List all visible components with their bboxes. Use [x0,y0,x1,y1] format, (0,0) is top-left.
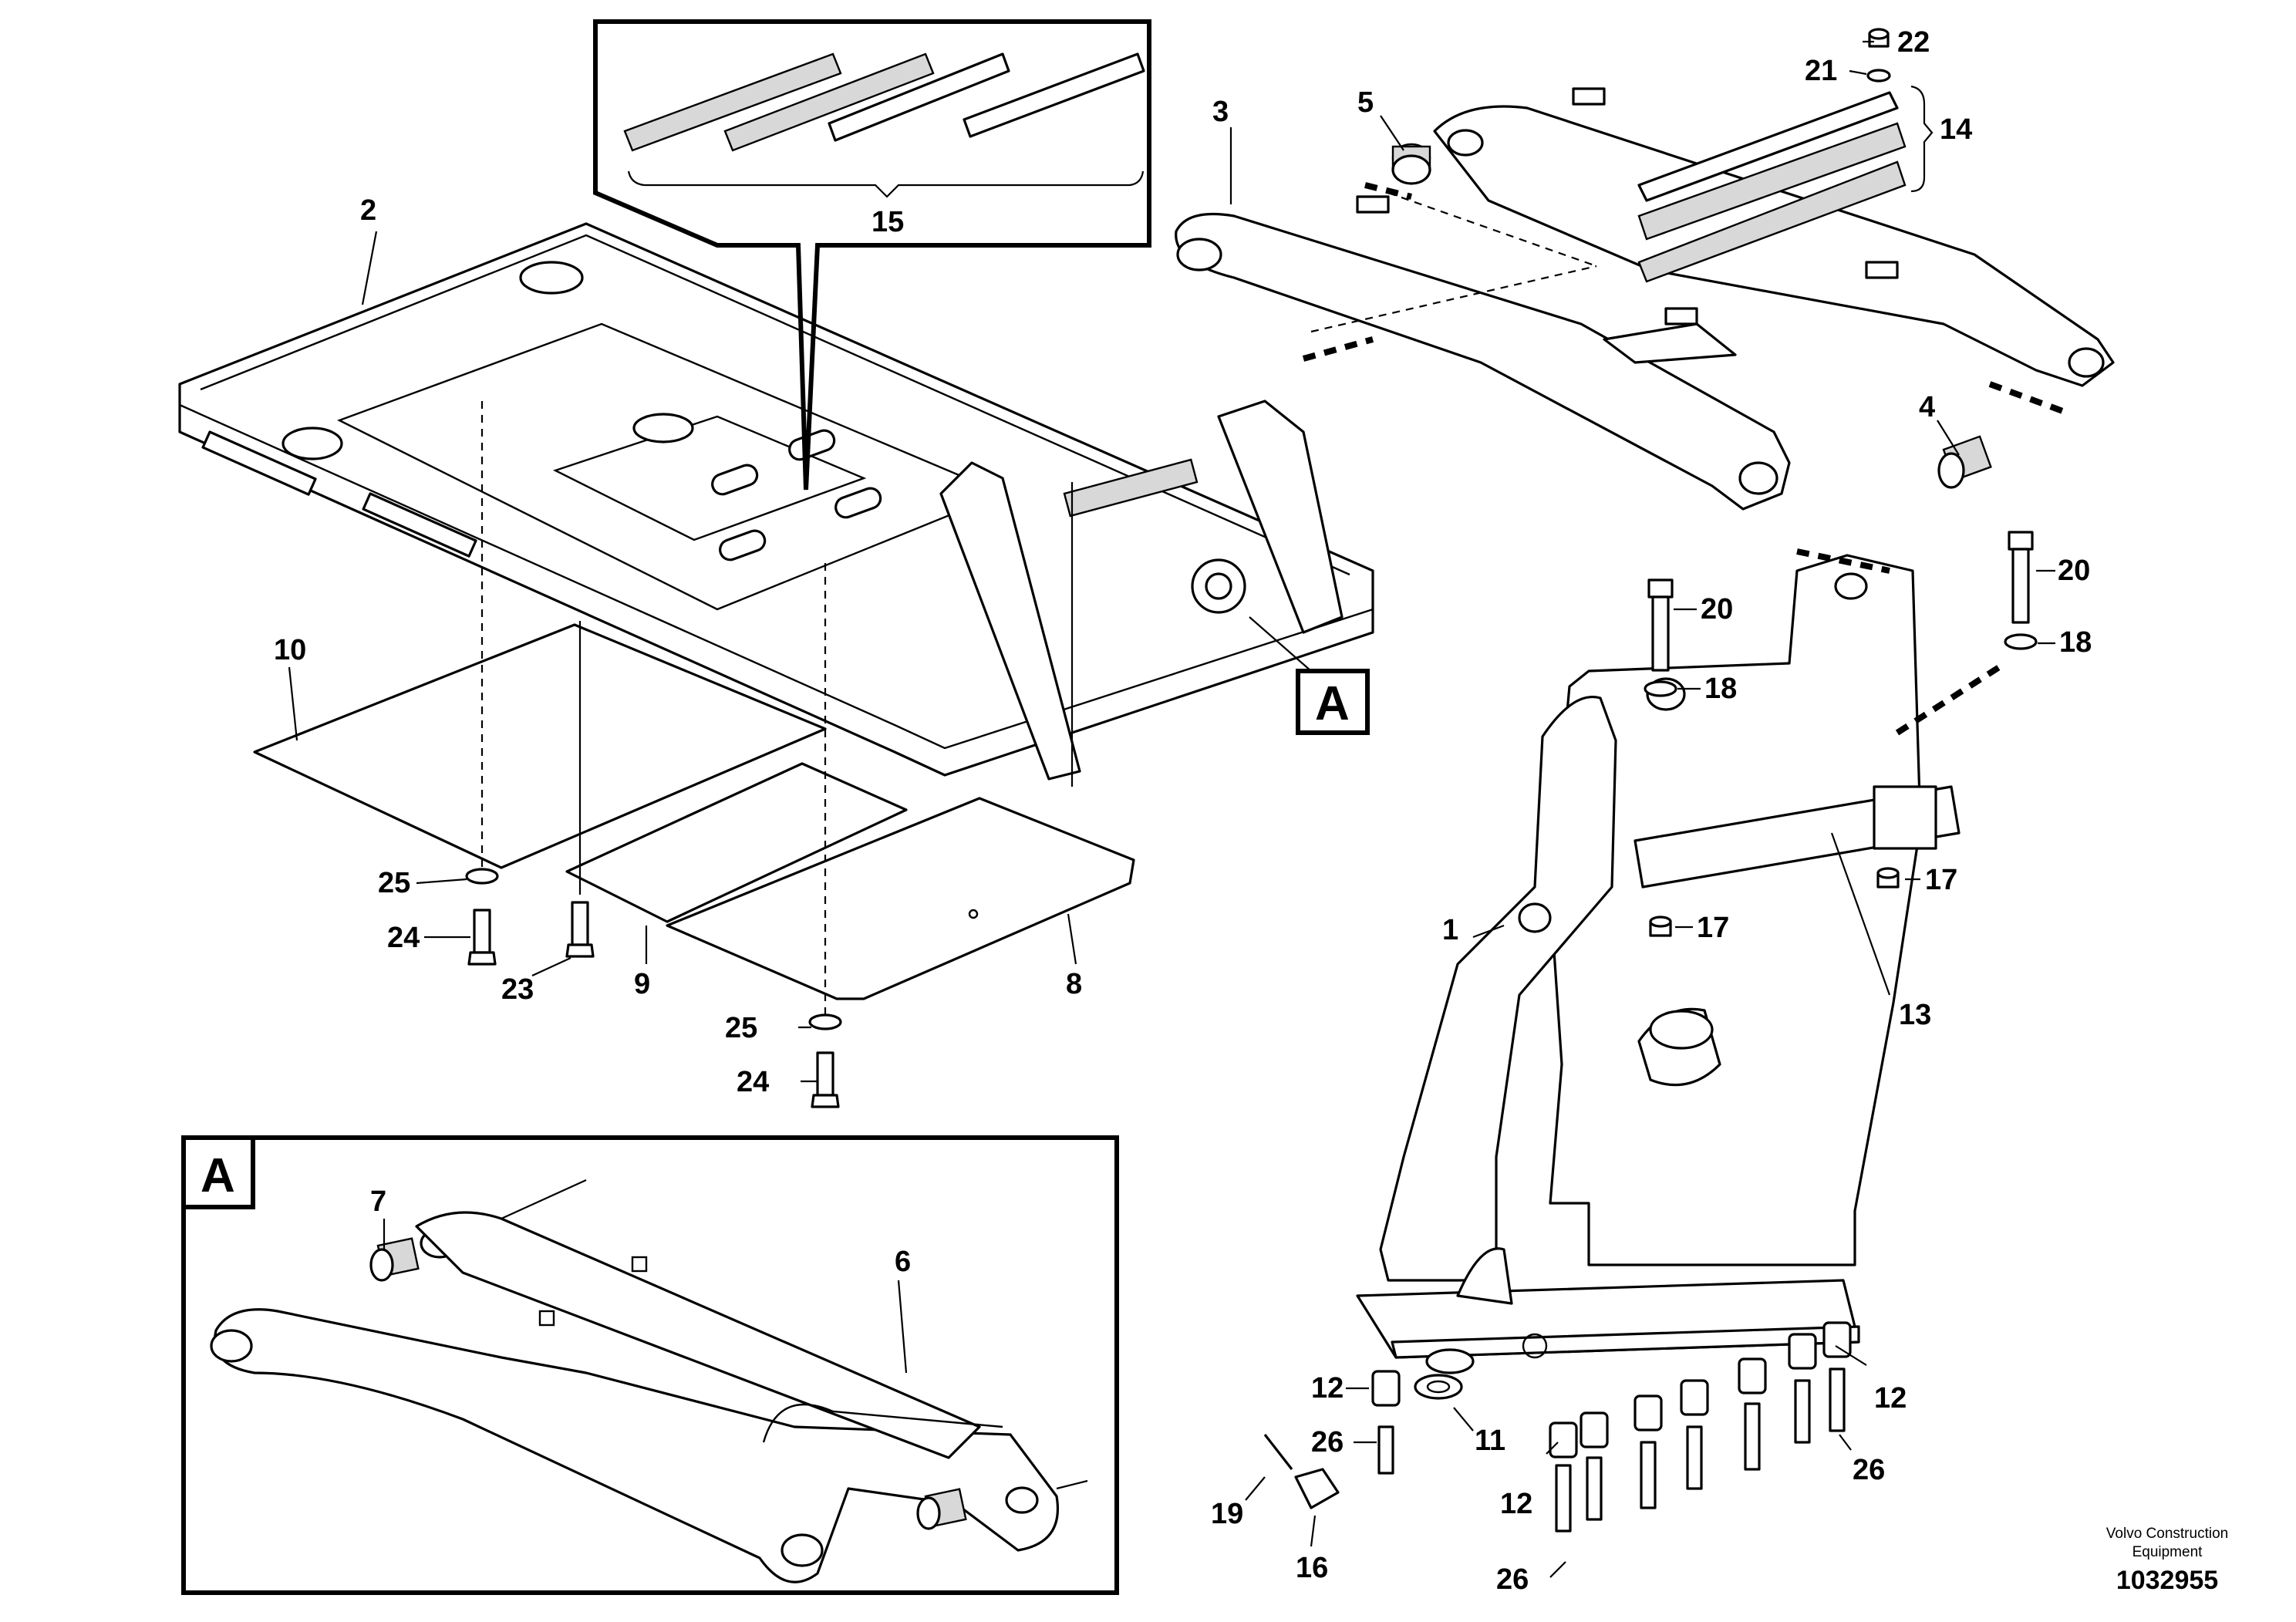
callout-10: 10 [274,634,306,666]
grease-nipple-19 [1263,1434,1293,1470]
callout-labels: 1 2 3 4 5 6 7 8 9 10 11 12 12 12 13 14 1… [274,26,2092,1596]
callout-17-b: 17 [1925,864,1957,896]
callout-15: 15 [872,206,904,238]
callout-4: 4 [1919,391,1935,423]
mount-12-d [1633,1394,1663,1509]
washer-21 [1866,69,1891,83]
callout-5: 5 [1357,86,1374,119]
nut-17-right [1876,867,1900,889]
rack-14 [1637,85,1934,283]
inset-box-15 [593,19,1151,491]
floor-plate-10 [253,623,827,869]
bushing-detail-lower [916,1488,967,1530]
callout-12-b: 12 [1500,1488,1532,1520]
bushing-5 [1391,143,1431,185]
callout-12-c: 12 [1874,1382,1907,1415]
callout-20-b: 20 [2058,555,2090,587]
mount-12-g [1788,1333,1817,1444]
callout-13: 13 [1899,999,1931,1031]
callout-23: 23 [501,973,534,1006]
mount-12-a [1371,1370,1401,1475]
callout-1: 1 [1442,914,1458,946]
callout-17-a: 17 [1697,912,1729,944]
nut-22 [1868,28,1890,48]
mount-12-c [1580,1411,1609,1521]
floor-plate-9 [565,762,908,923]
washer-11 [1414,1374,1463,1400]
detail-marker-a-label: A [201,1149,235,1202]
callout-26-b: 26 [1853,1454,1885,1486]
callout-26-c: 26 [1496,1563,1529,1596]
callout-25-b: 25 [725,1012,757,1044]
mount-12-e [1680,1379,1709,1490]
bolt-23 [565,621,595,958]
callout-7: 7 [370,1185,386,1218]
detail-a-box [181,1135,1119,1595]
mount-12-h [1822,1321,1852,1432]
callout-11: 11 [1475,1425,1505,1457]
stop-block-16 [1294,1468,1340,1509]
lift-arm-3 [1175,87,2115,511]
floor-plate-8 [666,797,1135,1000]
mount-12-f [1738,1357,1767,1471]
callout-26-a: 26 [1311,1426,1344,1458]
leader-lines [288,40,2055,1578]
drawing-number: 1032955 [2116,1566,2218,1595]
mount-12-b [1549,1421,1578,1533]
callout-2: 2 [360,194,376,227]
callout-24-b: 24 [737,1066,769,1098]
floor-plates [253,623,1135,1000]
callout-6: 6 [895,1246,911,1278]
bolt-20-left [1647,578,1674,672]
callout-21: 21 [1805,55,1837,87]
callout-18-a: 18 [1704,673,1737,705]
callout-20-a: 20 [1701,593,1733,626]
credit-block: Volvo Construction Equipment 1032955 [2106,1526,2228,1595]
view-marker-a-label: A [1315,677,1350,730]
bolt-20-right [2008,531,2034,624]
callout-24-a: 24 [387,922,420,954]
bushing-4 [1937,435,1992,489]
callout-12-a: 12 [1311,1372,1344,1404]
callout-9: 9 [634,968,650,1000]
nut-17-left [1649,916,1672,937]
credit-line2: Equipment [2132,1544,2203,1560]
fastener-stack-right [808,563,842,1108]
callout-19: 19 [1211,1498,1243,1530]
callout-25-a: 25 [378,867,410,899]
view-marker-a: A [1296,669,1370,735]
callout-8: 8 [1066,968,1082,1000]
washer-18-right [2004,633,2038,650]
callout-22: 22 [1897,26,1930,59]
callout-3: 3 [1212,96,1229,128]
bushing-7 [369,1237,420,1282]
callout-18-b: 18 [2059,626,2092,659]
callout-16: 16 [1296,1552,1328,1584]
main-tower-1 [1356,548,2008,1374]
fastener-stack-left [465,401,499,966]
callout-14: 14 [1940,113,1972,146]
upper-frame [178,222,1374,781]
credit-line1: Volvo Construction [2106,1526,2228,1542]
washer-18-left [1644,680,1677,697]
